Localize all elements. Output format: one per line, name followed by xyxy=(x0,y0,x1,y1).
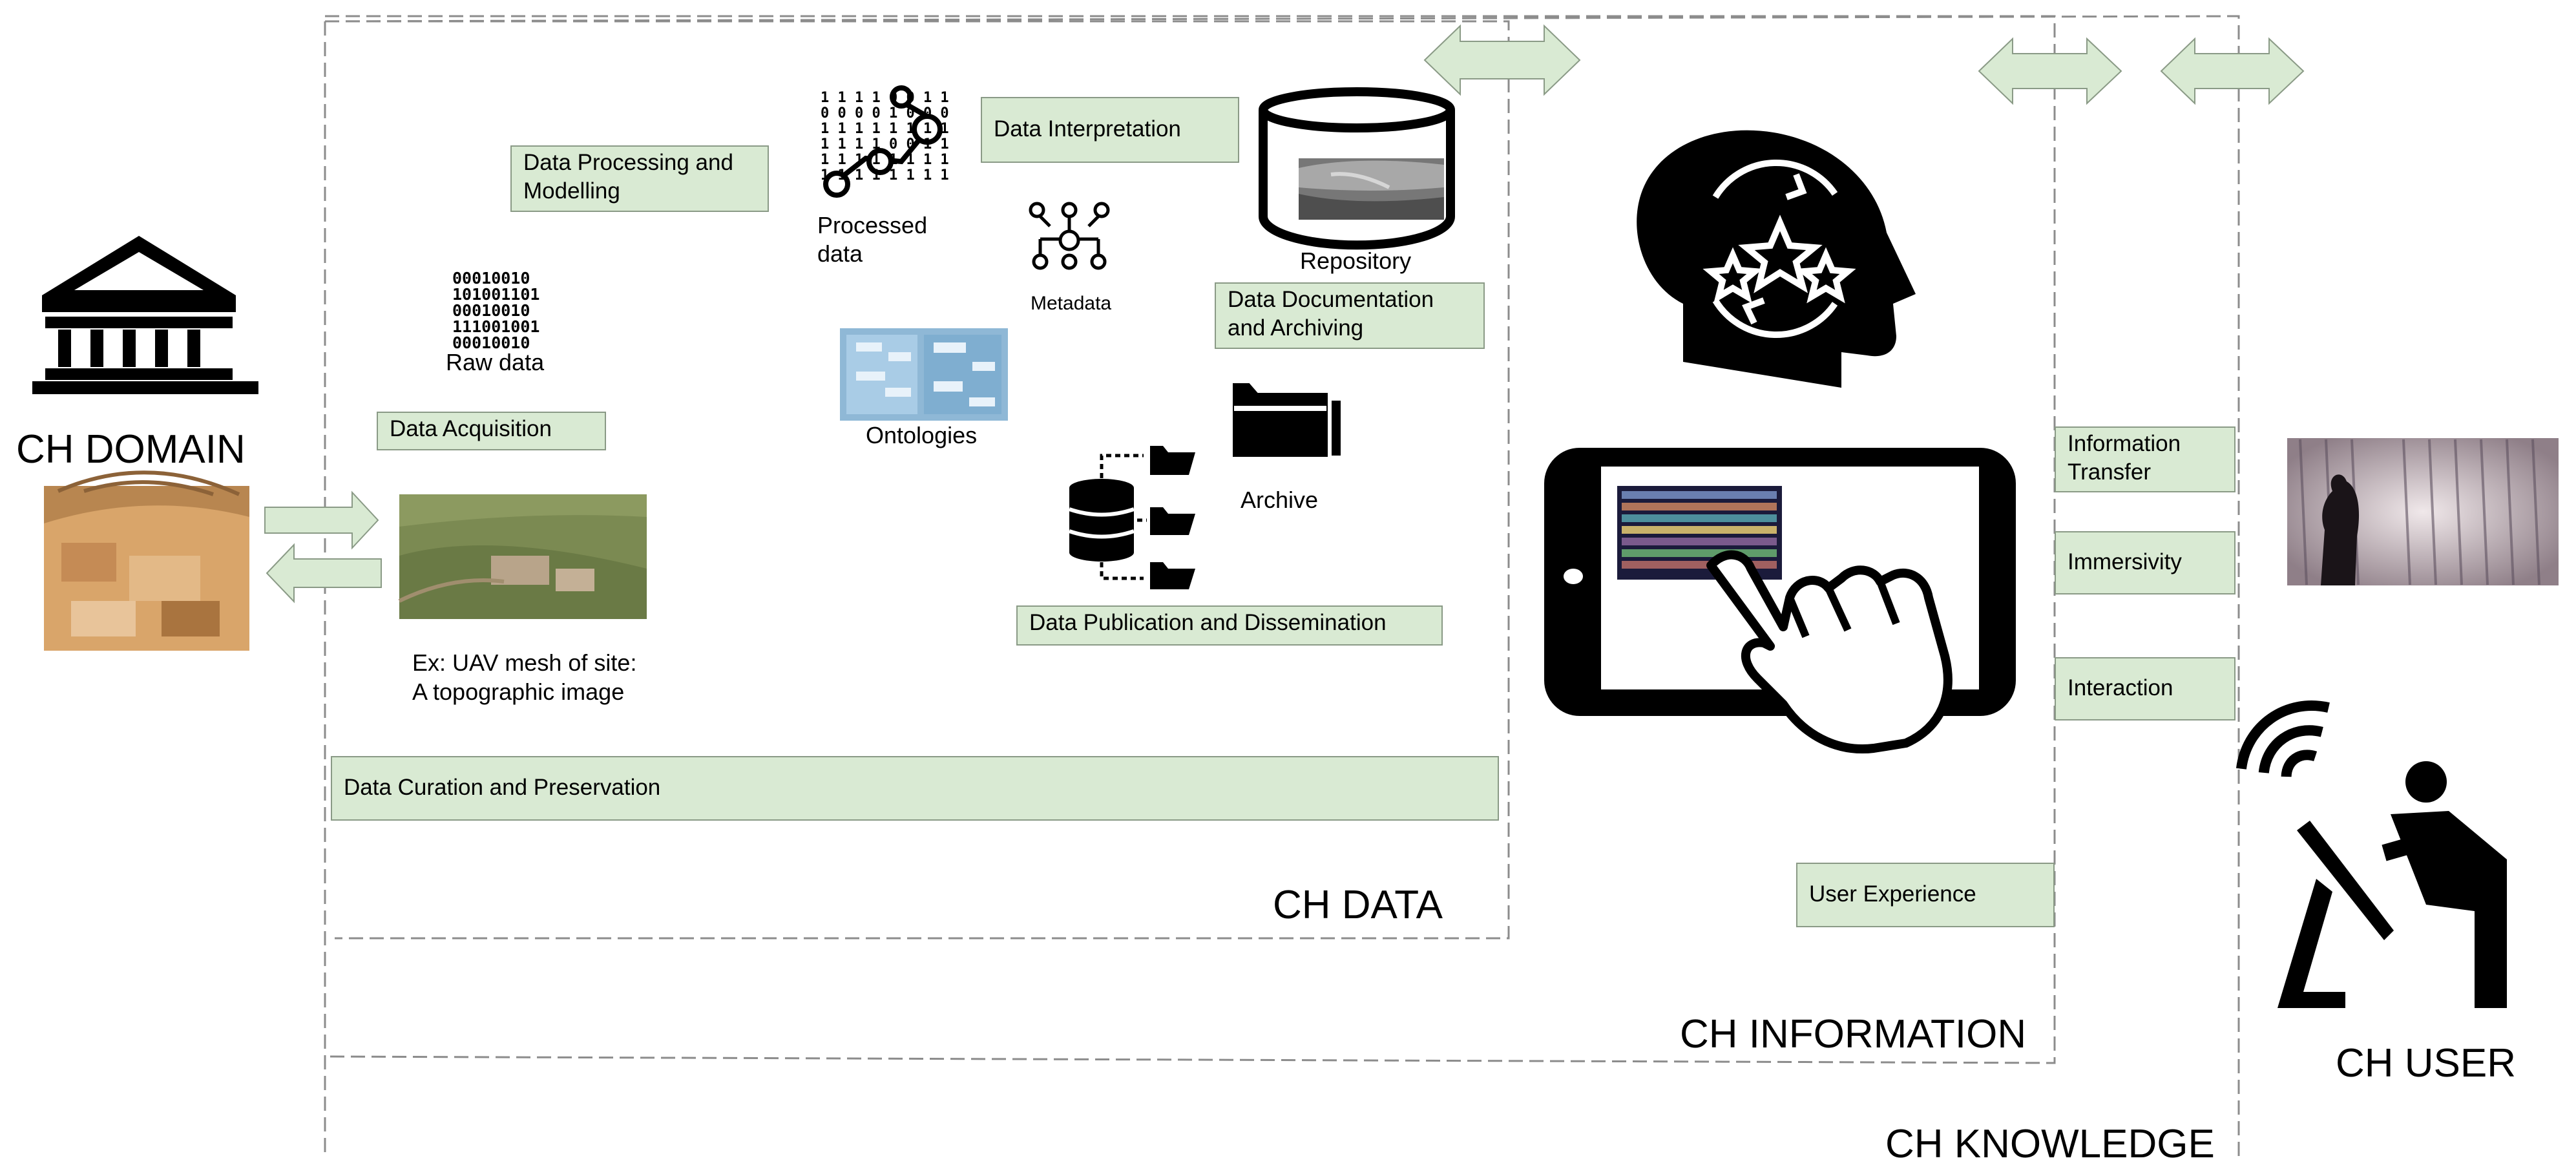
metadata-label: Metadata xyxy=(1031,293,1112,314)
folders-icon xyxy=(1229,379,1341,461)
data-interpretation-box: Data Interpretation xyxy=(981,97,1239,163)
tablet-with-pointing-hand-icon xyxy=(1544,448,2016,753)
data-documentation-box: Data Documentation and Archiving xyxy=(1215,282,1485,349)
double-arrow-information-knowledge xyxy=(1978,37,2122,105)
archive-label: Archive xyxy=(1241,487,1319,513)
database-cylinder-icon xyxy=(1259,87,1455,250)
database-to-files-icon xyxy=(1069,446,1195,589)
data-documentation-line-2: and Archiving xyxy=(1228,315,1364,341)
information-transfer-line-2: Transfer xyxy=(2068,459,2152,485)
immersive-installation-photo xyxy=(2287,438,2559,585)
data-publication-box: Data Publication and Dissemination xyxy=(1016,605,1443,646)
data-curation-box: Data Curation and Preservation xyxy=(331,756,1499,821)
uav-mesh-image xyxy=(398,494,647,619)
processed-data-label-line-1: Processed xyxy=(817,212,928,238)
repository-label: Repository xyxy=(1300,247,1412,274)
region-boundaries xyxy=(324,15,2240,1159)
raw-data-label: Raw data xyxy=(446,349,545,375)
person-with-wifi-device-icon xyxy=(2236,700,2507,1008)
head-with-stars-icon xyxy=(1637,130,1916,388)
ch-knowledge-boundary xyxy=(324,15,2240,1159)
binary-digits-icon: 00010010 101001101 00010010 111001001 00… xyxy=(452,269,540,352)
data-processing-box: Data Processing and Modelling xyxy=(510,145,769,212)
ch-information-label: CH INFORMATION xyxy=(1680,1012,2027,1057)
data-documentation-line-1: Data Documentation xyxy=(1228,287,1434,312)
ontologies-image xyxy=(840,328,1008,421)
arrow-domain-to-data xyxy=(264,490,379,550)
example-label-line-1: Ex: UAV mesh of site: xyxy=(412,649,637,676)
binary-grid-icon: 1 1 1 1 0 0 1 1 0 0 0 0 1 0 0 0 1 1 1 1 … xyxy=(821,90,949,184)
information-transfer-box: Information Transfer xyxy=(2055,426,2236,492)
ontologies-label: Ontologies xyxy=(866,422,978,448)
classical-temple-icon xyxy=(32,236,258,394)
interaction-box: Interaction xyxy=(2055,657,2236,720)
excavation-site-photo xyxy=(44,470,249,651)
immersivity-box: Immersivity xyxy=(2055,531,2236,594)
processed-data-grid-icon xyxy=(823,85,943,198)
data-processing-line-2: Modelling xyxy=(523,178,620,204)
example-label-line-2: A topographic image xyxy=(412,678,625,705)
information-transfer-line-1: Information xyxy=(2068,431,2181,456)
ch-knowledge-label: CH KNOWLEDGE xyxy=(1885,1122,2215,1166)
data-acquisition-box: Data Acquisition xyxy=(377,412,606,450)
double-arrow-knowledge-user xyxy=(2160,37,2305,105)
double-arrows xyxy=(264,24,2305,604)
ch-data-boundary xyxy=(325,20,1510,940)
double-arrow-data-information xyxy=(1423,24,1581,96)
ch-domain-label: CH DOMAIN xyxy=(16,427,246,472)
processed-data-label-line-2: data xyxy=(817,240,863,267)
data-processing-line-1: Data Processing and xyxy=(523,150,733,175)
ch-data-label: CH DATA xyxy=(1273,883,1443,927)
user-experience-box: User Experience xyxy=(1796,863,2055,927)
ch-user-label: CH USER xyxy=(2336,1041,2517,1086)
network-nodes-icon xyxy=(1029,202,1110,270)
arrow-data-to-domain xyxy=(266,543,382,604)
ch-information-boundary xyxy=(324,15,2056,1064)
